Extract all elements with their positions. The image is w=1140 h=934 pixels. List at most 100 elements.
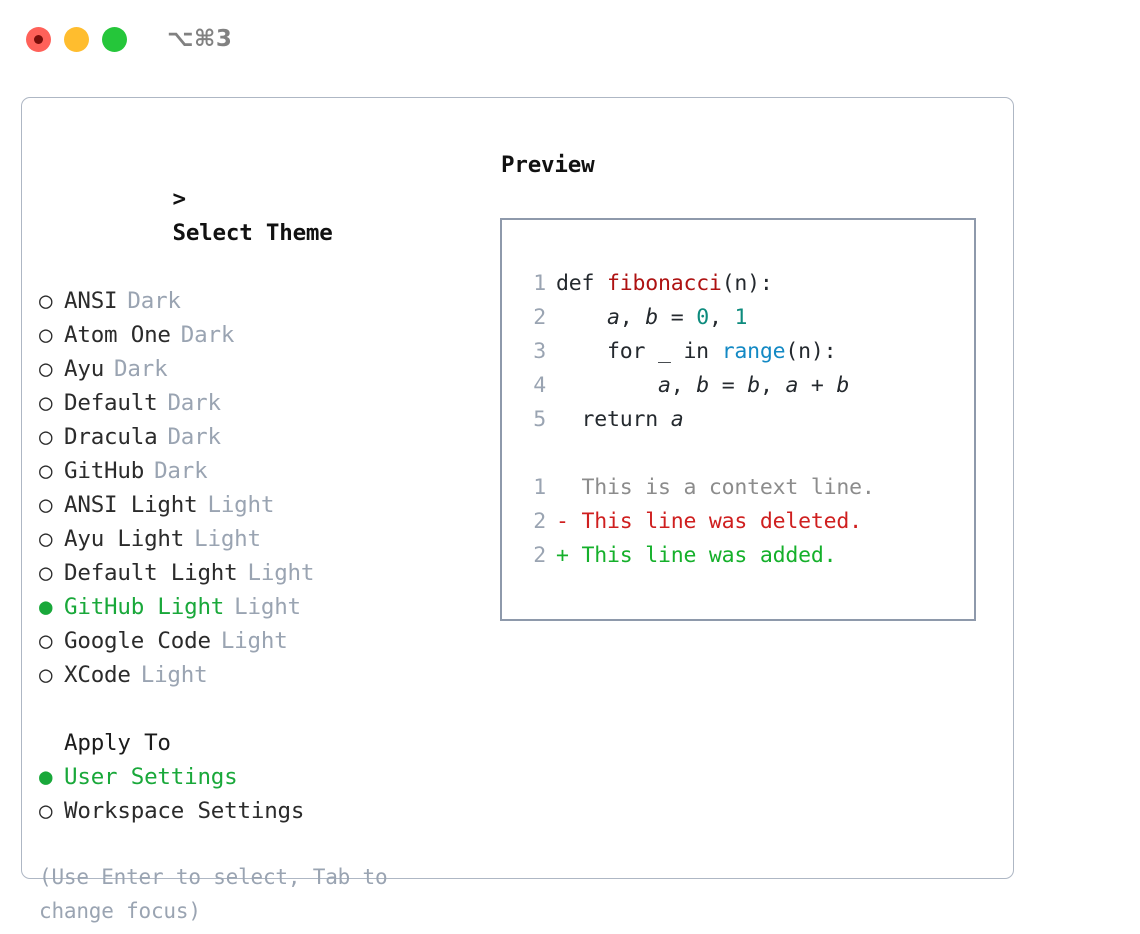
- theme-option-label: Default Light: [64, 560, 238, 586]
- diff-line-content: This is a context line.: [556, 471, 875, 505]
- theme-option-tag: Light: [234, 594, 301, 620]
- theme-option-label: ANSI Light: [64, 492, 198, 518]
- radio-unselected-icon: ○: [39, 322, 53, 348]
- code-line-number: 5: [533, 407, 546, 432]
- radio-unselected-icon: ○: [39, 628, 53, 654]
- code-line-number: 2: [533, 305, 546, 330]
- diff-line-number: 2: [533, 543, 546, 568]
- diff-line-content: + This line was added.: [556, 539, 837, 573]
- code-token-num: 0: [696, 305, 709, 330]
- apply-to-option-user-settings[interactable]: ●User Settings: [39, 760, 500, 794]
- apply-to-option-label: User Settings: [64, 764, 238, 790]
- theme-option-tag: Dark: [154, 458, 208, 484]
- code-token-var: b: [836, 373, 850, 398]
- code-token-fn: fibonacci: [606, 271, 722, 296]
- radio-unselected-icon: ○: [39, 798, 53, 824]
- theme-option-label: GitHub: [64, 458, 145, 484]
- code-token-var: b: [645, 305, 658, 330]
- preview-heading: Preview: [501, 152, 595, 178]
- code-token-plain: [556, 373, 658, 398]
- code-token-plain: for _ in: [556, 339, 722, 364]
- theme-option-label: GitHub Light: [64, 594, 225, 620]
- theme-option-tag: Dark: [180, 322, 235, 348]
- minimize-button[interactable]: [64, 26, 89, 52]
- apply-to-option-workspace-settings[interactable]: ○ Workspace Settings: [39, 794, 500, 828]
- diff-line-content: - This line was deleted.: [556, 505, 862, 539]
- radio-unselected-icon: ○: [39, 526, 53, 552]
- theme-option-label: Default: [64, 390, 158, 416]
- radio-unselected-icon: ○: [39, 356, 53, 382]
- theme-option-tag: Light: [140, 662, 208, 688]
- maximize-button[interactable]: [102, 26, 127, 52]
- diff-sample: 1 This is a context line.2- This line wa…: [502, 471, 974, 573]
- diff-line-number: 2: [533, 509, 546, 534]
- diff-line-number: 1: [533, 475, 546, 500]
- theme-option-github-light[interactable]: ● GitHub Light Light: [39, 590, 500, 624]
- theme-option-label: Ayu Light: [64, 526, 185, 552]
- diff-sign-ctx: [556, 475, 569, 500]
- code-line-content: a, b = 0, 1: [556, 301, 747, 335]
- code-token-plain: =: [657, 305, 697, 330]
- code-diff-separator: [502, 437, 974, 471]
- radio-unselected-icon: ○: [39, 458, 53, 484]
- diff-line-text: This is a context line.: [568, 475, 875, 500]
- theme-option-tag: Dark: [167, 424, 221, 450]
- radio-unselected-icon: ○: [39, 390, 53, 416]
- code-token-num: 1: [734, 305, 748, 330]
- diff-line-ctx: 1 This is a context line.: [502, 471, 974, 505]
- radio-unselected-icon: ○: [39, 560, 53, 586]
- radio-unselected-icon: ○: [39, 288, 53, 314]
- theme-option-google-code[interactable]: ○ Google Code Light: [39, 624, 500, 658]
- diff-line-del: 2- This line was deleted.: [502, 505, 974, 539]
- diff-line-text: This line was deleted.: [568, 509, 862, 534]
- apply-to-option-label: Workspace Settings: [64, 798, 305, 824]
- diff-sign-add: +: [556, 543, 569, 568]
- theme-option-ayu[interactable]: ○ Ayu Dark: [39, 352, 500, 386]
- theme-option-label: Atom One: [64, 322, 171, 348]
- theme-option-label: XCode: [64, 662, 131, 688]
- theme-option-label: Ayu: [64, 356, 105, 382]
- code-token-plain: [556, 305, 607, 330]
- diff-line-text: This line was added.: [568, 543, 837, 568]
- code-token-plain: ,: [708, 305, 735, 330]
- code-line-content: return a: [556, 403, 683, 437]
- code-token-call: range: [721, 339, 786, 364]
- code-token-var: a: [606, 305, 620, 330]
- code-token-var: b: [747, 373, 760, 398]
- radio-unselected-icon: ○: [39, 492, 53, 518]
- theme-option-label: ANSI: [64, 288, 118, 314]
- select-theme-heading: > Select Theme: [39, 148, 500, 284]
- theme-option-label: Google Code: [64, 628, 211, 654]
- radio-selected-icon: ●: [39, 594, 53, 620]
- theme-option-github[interactable]: ○ GitHub Dark: [39, 454, 500, 488]
- theme-option-tag: Light: [194, 526, 261, 552]
- code-token-plain: ,: [619, 305, 646, 330]
- theme-option-ayu-light[interactable]: ○ Ayu Light Light: [39, 522, 500, 556]
- theme-option-tag: Dark: [114, 356, 168, 382]
- code-token-plain: def: [556, 271, 607, 296]
- theme-option-tag: Light: [220, 628, 288, 654]
- keyboard-hint-text: (Use Enter to select, Tab to change focu…: [39, 865, 388, 923]
- code-token-plain: +: [798, 373, 837, 398]
- diff-line-add: 2 + This line was added.: [502, 539, 974, 573]
- theme-option-atom-one[interactable]: ○ Atom One Dark: [39, 318, 500, 352]
- window-controls: [26, 26, 127, 52]
- diff-sign-del: -: [556, 509, 569, 534]
- code-token-plain: ,: [670, 373, 697, 398]
- close-button[interactable]: [26, 26, 51, 52]
- prompt-caret-icon: >: [172, 186, 186, 212]
- title-bar: ⌥⌘3: [0, 0, 1140, 78]
